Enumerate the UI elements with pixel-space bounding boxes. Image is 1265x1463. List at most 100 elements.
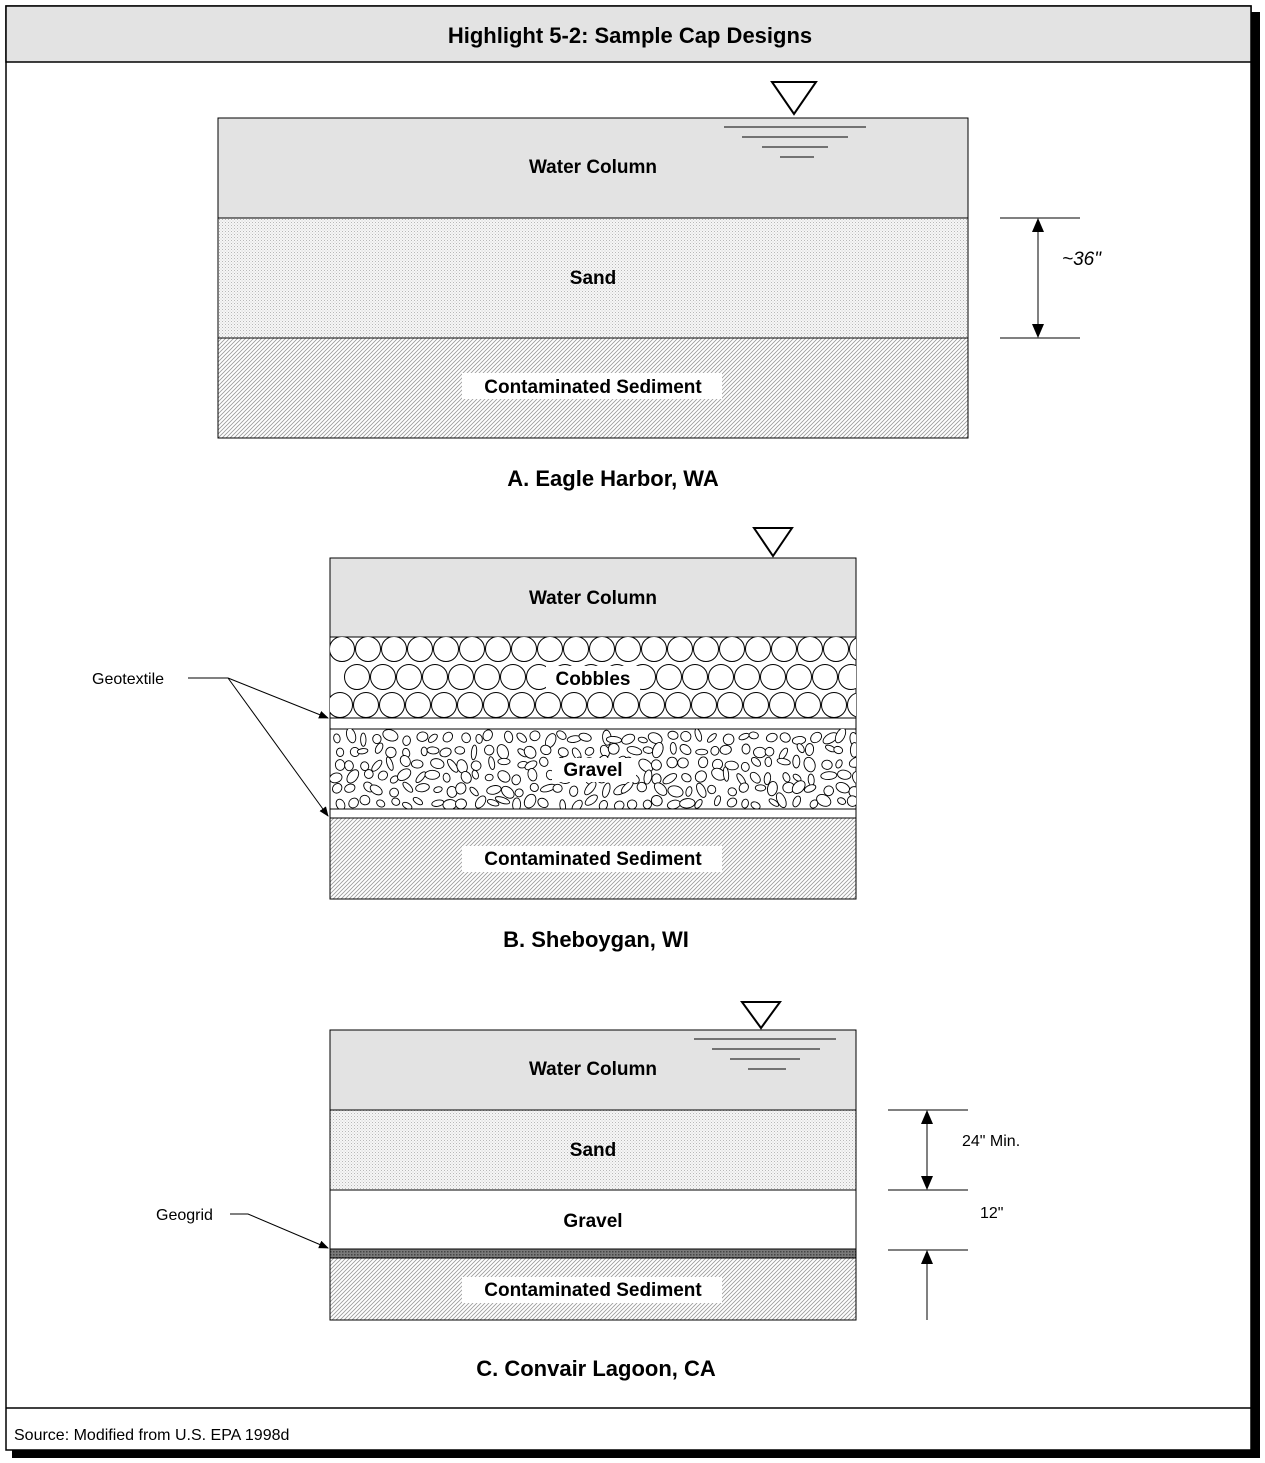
cobble (589, 637, 615, 662)
cobble (719, 637, 745, 662)
cobble (483, 692, 509, 718)
gravel-stone (497, 757, 511, 766)
sand-layer (329, 1109, 857, 1191)
layer-label-gravel: Gravel (563, 760, 622, 781)
label-background (462, 1277, 722, 1303)
gravel-stone (740, 761, 750, 772)
label-background (552, 758, 636, 782)
gravel-stone (475, 733, 483, 744)
gravel-stone (415, 783, 430, 793)
gravel-stone (837, 769, 852, 780)
cobble (422, 664, 448, 690)
gravel-stone (846, 795, 856, 807)
gravel-stone (727, 787, 737, 797)
gravel-stone (460, 770, 472, 784)
gravel-stone (667, 785, 684, 798)
gravel-stone (488, 756, 496, 770)
gravel-stone (681, 773, 692, 783)
gravel-stone (724, 760, 739, 771)
layer-label-water-column: Water Column (529, 1059, 657, 1080)
gravel-stone (442, 772, 451, 783)
cobble (838, 664, 856, 690)
gravel-stone (782, 772, 791, 783)
cobble (760, 664, 786, 690)
gravel-stone (529, 730, 541, 742)
gravel-stone (776, 757, 791, 766)
gravel-stone (722, 733, 735, 746)
panel-sheboygan: Water Column Cobbles Gravel Contaminated… (92, 527, 857, 952)
gravel-stone (626, 799, 638, 809)
gravel-stone (447, 758, 459, 773)
gravel-stone (669, 741, 677, 755)
gravel-stone (653, 782, 668, 796)
gravel-stone (680, 730, 692, 742)
gravel-stone (402, 781, 414, 793)
gravel-stone (849, 742, 856, 758)
cobble (330, 692, 353, 718)
gravel-stone (584, 781, 597, 796)
gravel-stone (764, 756, 773, 768)
gravel-stone (399, 755, 411, 767)
gravel-stone (474, 795, 487, 809)
gravel-stone (345, 729, 357, 744)
arrow-down-icon (921, 1176, 933, 1190)
cobble (485, 637, 511, 662)
gravel-stone (837, 797, 847, 805)
gravel-stone (650, 795, 663, 807)
layer-label-sand: Sand (570, 268, 616, 289)
gravel-stone (694, 799, 703, 809)
gravel-stone (439, 747, 452, 758)
layer-label-gravel: Gravel (563, 1211, 622, 1232)
gravel-stone (402, 801, 413, 809)
gravel-stone (741, 798, 749, 809)
callout-label: Geotextile (92, 671, 164, 688)
gravel-stone (765, 732, 778, 743)
callout-arrow (230, 1213, 329, 1249)
gravel-stone (677, 757, 689, 769)
cobble (561, 692, 587, 718)
gravel-stone (613, 800, 625, 809)
gravel-stone (402, 735, 411, 746)
gravel-stone (336, 747, 345, 757)
figure-title: Highlight 5-2: Sample Cap Designs (448, 23, 812, 48)
gravel-stone (377, 770, 388, 781)
gravel-stone (454, 746, 466, 755)
gravel-stone (791, 780, 806, 794)
gravel-stone (753, 746, 767, 759)
gravel-stone (461, 732, 471, 744)
gravel-stone (382, 729, 399, 742)
gravel-stone (666, 756, 678, 769)
cobble (537, 637, 563, 662)
gravel-stone (332, 783, 343, 794)
layer-label-cobbles: Cobbles (556, 669, 631, 690)
gravel-stone (711, 758, 724, 770)
gravel-stone (372, 733, 382, 745)
dimension-label: ~36" (1062, 249, 1102, 270)
cobble (355, 637, 381, 662)
gravel-stone (529, 782, 539, 792)
cobble (745, 637, 771, 662)
gravel-stone (602, 782, 611, 798)
gravel-stone (363, 769, 374, 779)
arrow-up-icon (921, 1110, 933, 1124)
gravel-stone (719, 744, 732, 755)
gravel-stone (430, 758, 445, 770)
gravel-stone (698, 756, 709, 769)
gravel-stone (638, 758, 654, 773)
gravel-stone (512, 797, 522, 809)
gravel-stone (852, 771, 856, 786)
gravel-stone (750, 801, 761, 809)
cobble (665, 692, 691, 718)
gravel-stone (539, 756, 549, 767)
gravel-stone (335, 798, 346, 809)
gravel-stone (389, 787, 399, 798)
gravel-stone (552, 783, 563, 793)
gravel-stone (504, 730, 514, 744)
gravel-stone (706, 733, 717, 743)
gravel-stone (578, 732, 592, 742)
panel-caption: A. Eagle Harbor, WA (507, 466, 719, 491)
cobble (847, 692, 856, 718)
gravel-stone (792, 795, 802, 808)
gravel-stone (748, 731, 759, 740)
gravel-stone (537, 797, 549, 808)
